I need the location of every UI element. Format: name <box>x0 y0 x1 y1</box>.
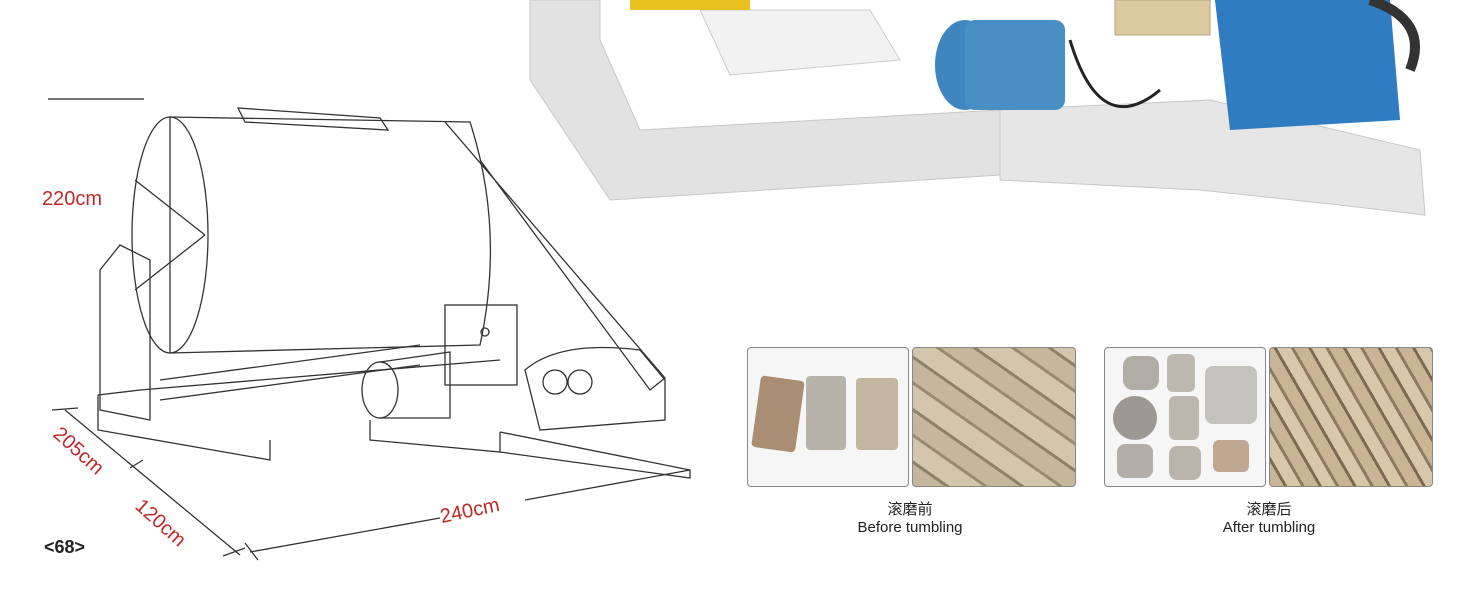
after-tumbling-single-stones-photo <box>1104 347 1266 487</box>
caption-zh: 滚磨后 <box>1246 501 1292 518</box>
machine-line-drawing <box>48 98 691 561</box>
caption-en: After tumbling <box>1222 519 1316 536</box>
after-tumbling-pile-photo <box>1269 347 1433 487</box>
caption-zh: 滚磨前 <box>887 501 933 518</box>
before-tumbling-single-stones-photo <box>747 347 909 487</box>
height-dimension-label: 220cm <box>42 188 103 210</box>
before-tumbling-pile-photo <box>912 347 1076 487</box>
before-tumbling-caption: 滚磨前 Before tumbling <box>810 498 1010 536</box>
page-number: <68> <box>44 537 86 557</box>
after-tumbling-caption: 滚磨后 After tumbling <box>1169 498 1369 536</box>
caption-en: Before tumbling <box>857 519 963 536</box>
machine-photo <box>529 0 1480 220</box>
